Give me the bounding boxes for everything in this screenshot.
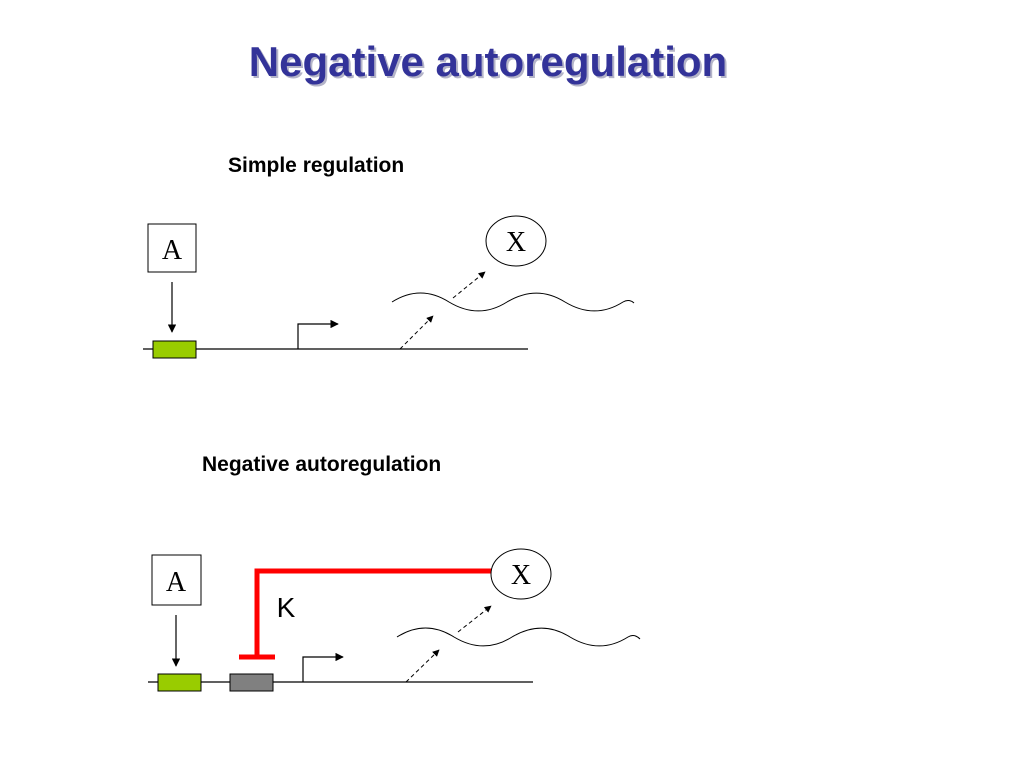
mrna-wave: [391, 292, 635, 312]
translation-dashed-arrow: [452, 271, 486, 299]
product-x-node: [485, 215, 547, 267]
simple-regulation-diagram: A X: [143, 215, 635, 359]
promoter-arrow: [302, 652, 344, 682]
repression-constant-label: K: [277, 592, 296, 623]
promoter-arrow: [297, 319, 339, 349]
slide-title: Negative autoregulation: [248, 38, 728, 85]
activator-a-label: A: [166, 567, 187, 598]
product-x-label: X: [511, 560, 531, 591]
product-x-node: [490, 548, 552, 600]
activator-a-label: A: [162, 235, 183, 266]
activator-binding-site: [152, 340, 197, 359]
transcription-dashed-arrow: [405, 649, 440, 683]
activator-binding-site: [157, 673, 202, 692]
negative-autoregulation-label: Negative autoregulation: [202, 453, 442, 476]
activator-a-box: [147, 223, 197, 273]
product-x-label: X: [506, 227, 526, 258]
simple-regulation-label: Simple regulation: [228, 154, 405, 177]
transcription-dashed-arrow: [399, 315, 434, 350]
translation-dashed-arrow: [457, 605, 492, 633]
repression-line: [254, 568, 495, 656]
repressor-binding-site: [229, 673, 274, 692]
negative-autoregulation-diagram: A K X: [148, 548, 641, 692]
activator-a-box: [151, 554, 202, 606]
mrna-wave: [396, 627, 641, 647]
